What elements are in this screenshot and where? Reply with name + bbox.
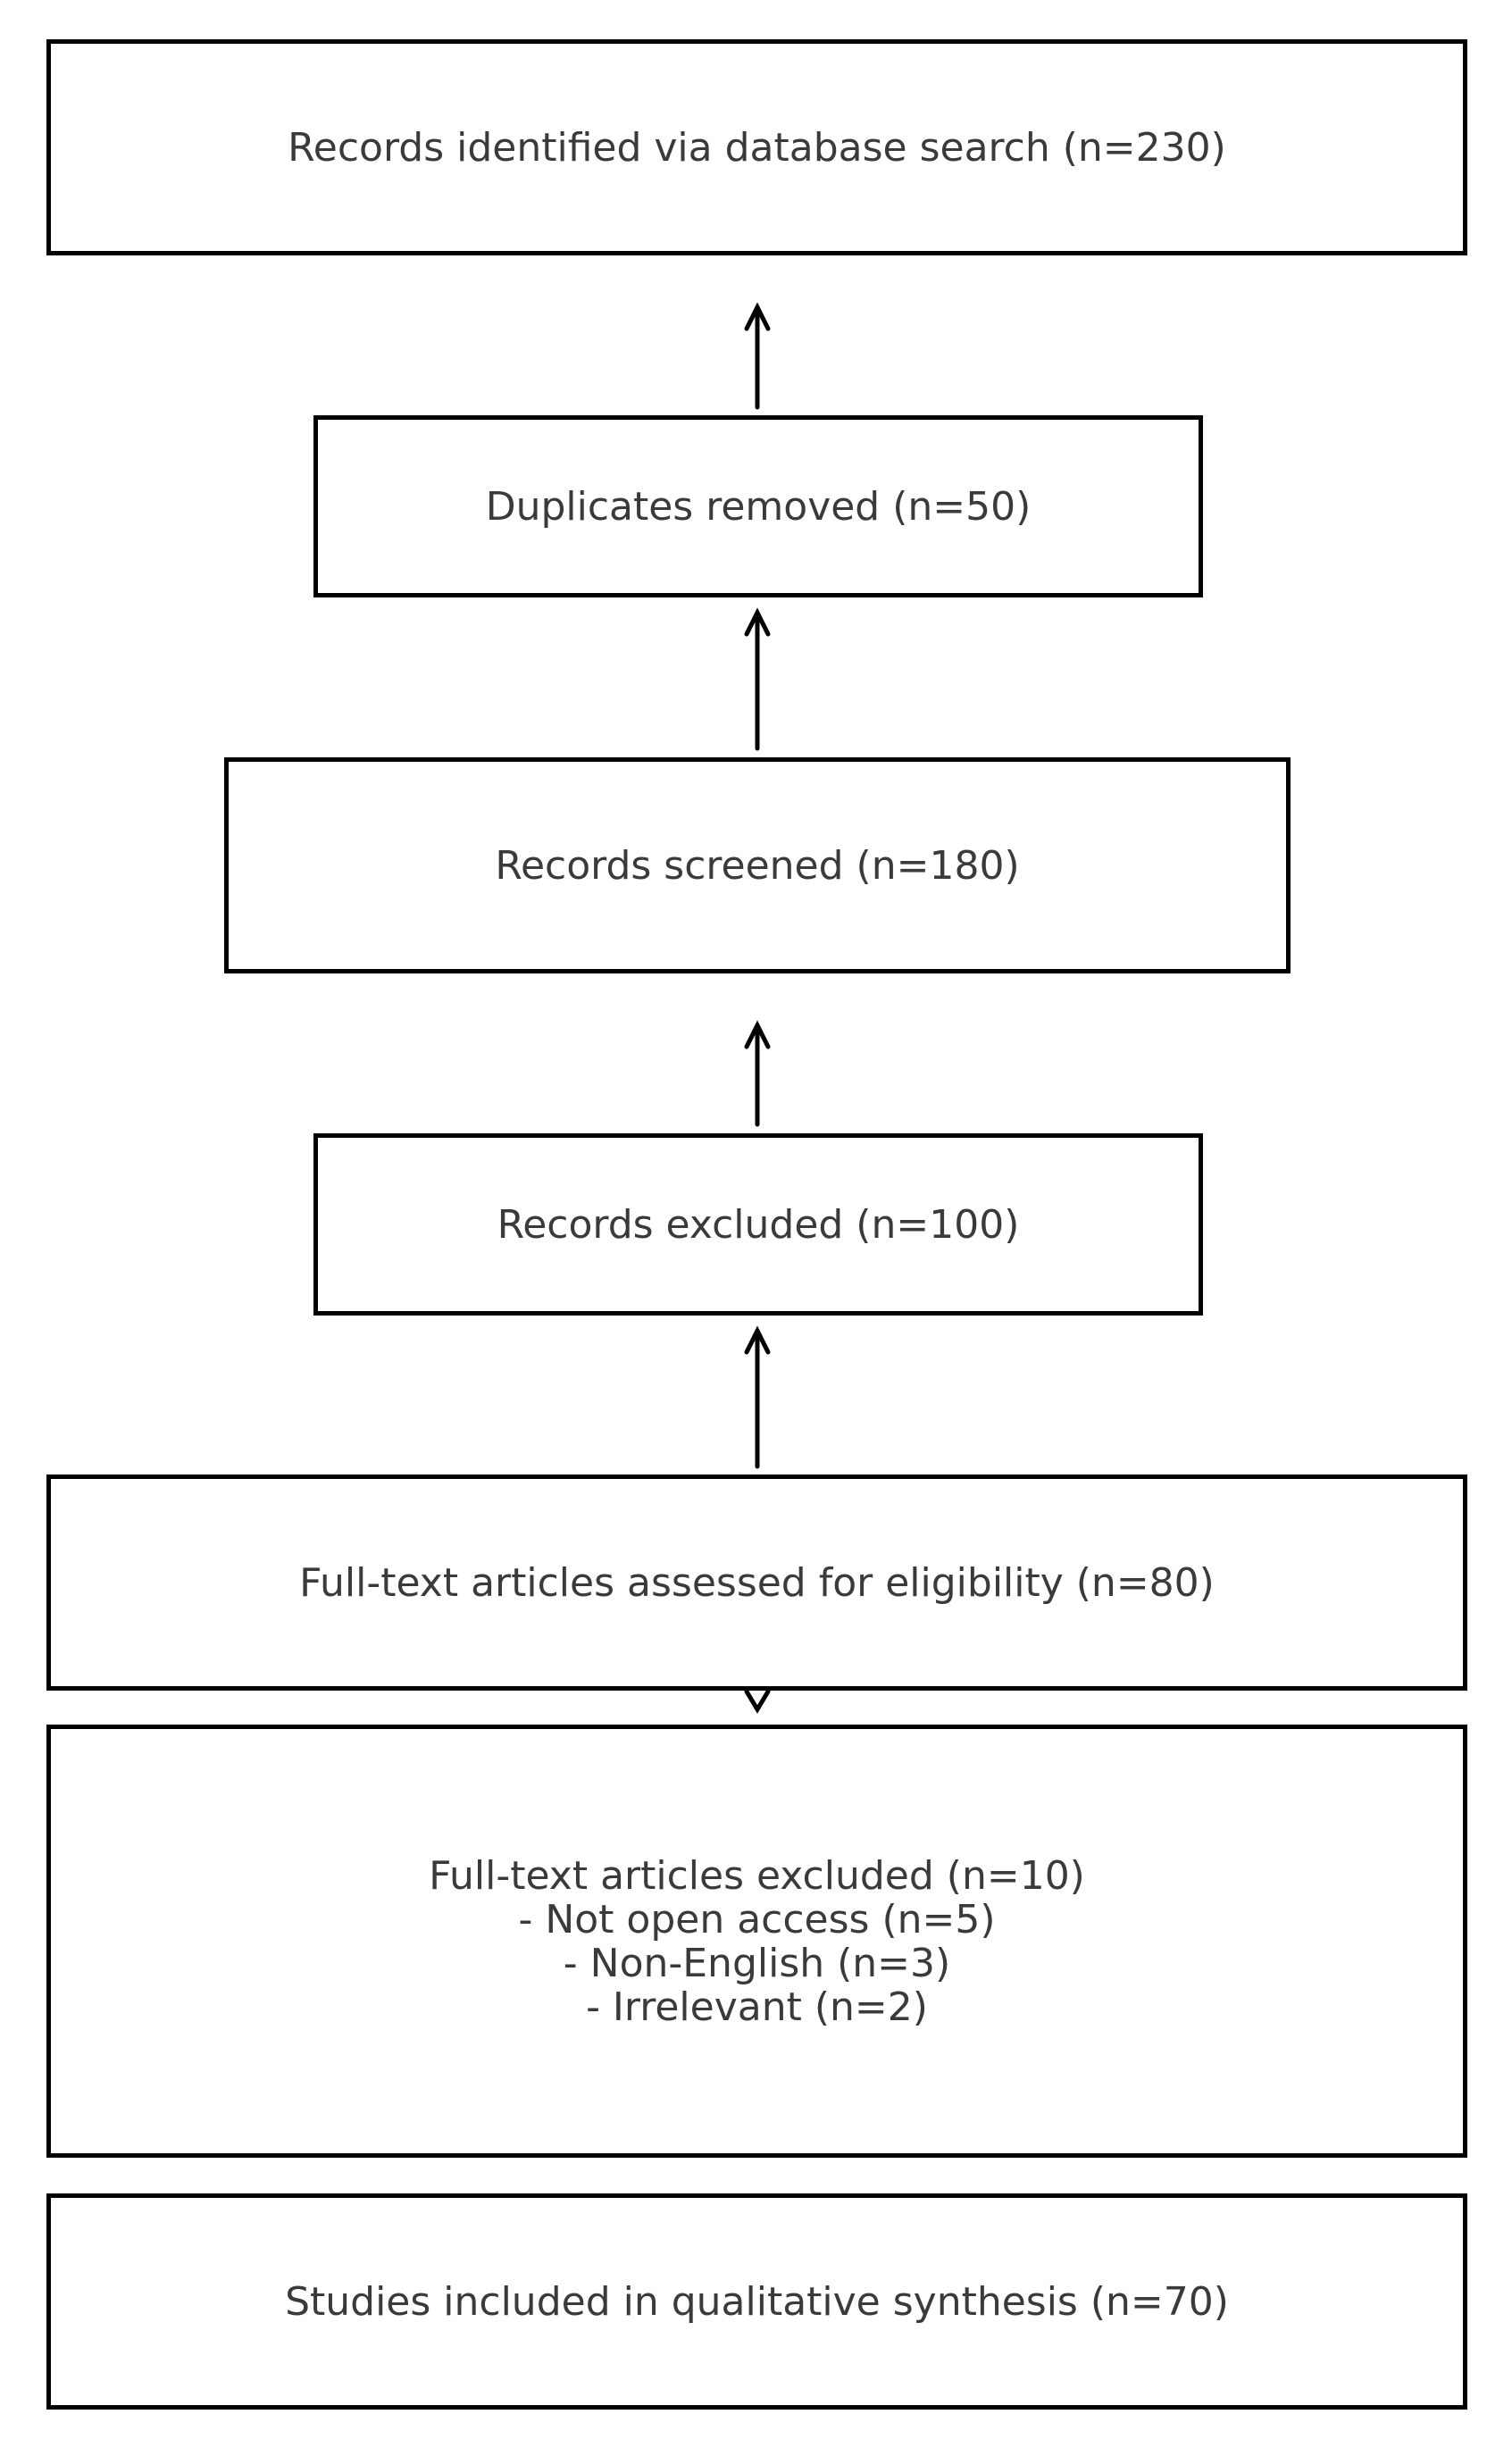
box-duplicates-removed: Duplicates removed (n=50) bbox=[313, 415, 1203, 597]
box-records-screened: Records screened (n=180) bbox=[224, 757, 1291, 973]
box-text-line: Records screened (n=180) bbox=[495, 842, 1020, 889]
arrow-duplicates-to-identified bbox=[744, 302, 771, 410]
box-text-line: Studies included in qualitative synthesi… bbox=[285, 2278, 1229, 2325]
box-text-line: Full-text articles excluded (n=10) bbox=[429, 1852, 1085, 1899]
exclusion-reason: - Irrelevant (n=2) bbox=[586, 1984, 928, 2030]
box-text-line: Duplicates removed (n=50) bbox=[485, 483, 1032, 530]
exclusion-reason: - Non-English (n=3) bbox=[563, 1940, 951, 1986]
box-text-line: Records excluded (n=100) bbox=[497, 1201, 1020, 1248]
box-fulltext-assessed: Full-text articles assessed for eligibil… bbox=[46, 1474, 1467, 1691]
exclusion-reason: - Not open access (n=5) bbox=[518, 1896, 996, 1942]
arrow-fulltext-to-fulltext-excluded bbox=[744, 1689, 771, 1714]
box-fulltext-excluded: Full-text articles excluded (n=10) - Not… bbox=[46, 1725, 1467, 2158]
box-text-line: Full-text articles assessed for eligibil… bbox=[299, 1559, 1215, 1606]
arrow-screened-to-duplicates bbox=[744, 607, 771, 751]
arrow-excluded-to-screened bbox=[744, 1020, 771, 1127]
arrow-fulltext-to-excluded bbox=[744, 1325, 771, 1469]
box-text-line: Records identified via database search (… bbox=[288, 124, 1226, 171]
box-studies-included: Studies included in qualitative synthesi… bbox=[46, 2193, 1467, 2410]
box-records-excluded: Records excluded (n=100) bbox=[313, 1133, 1203, 1316]
box-records-identified: Records identified via database search (… bbox=[46, 39, 1467, 255]
